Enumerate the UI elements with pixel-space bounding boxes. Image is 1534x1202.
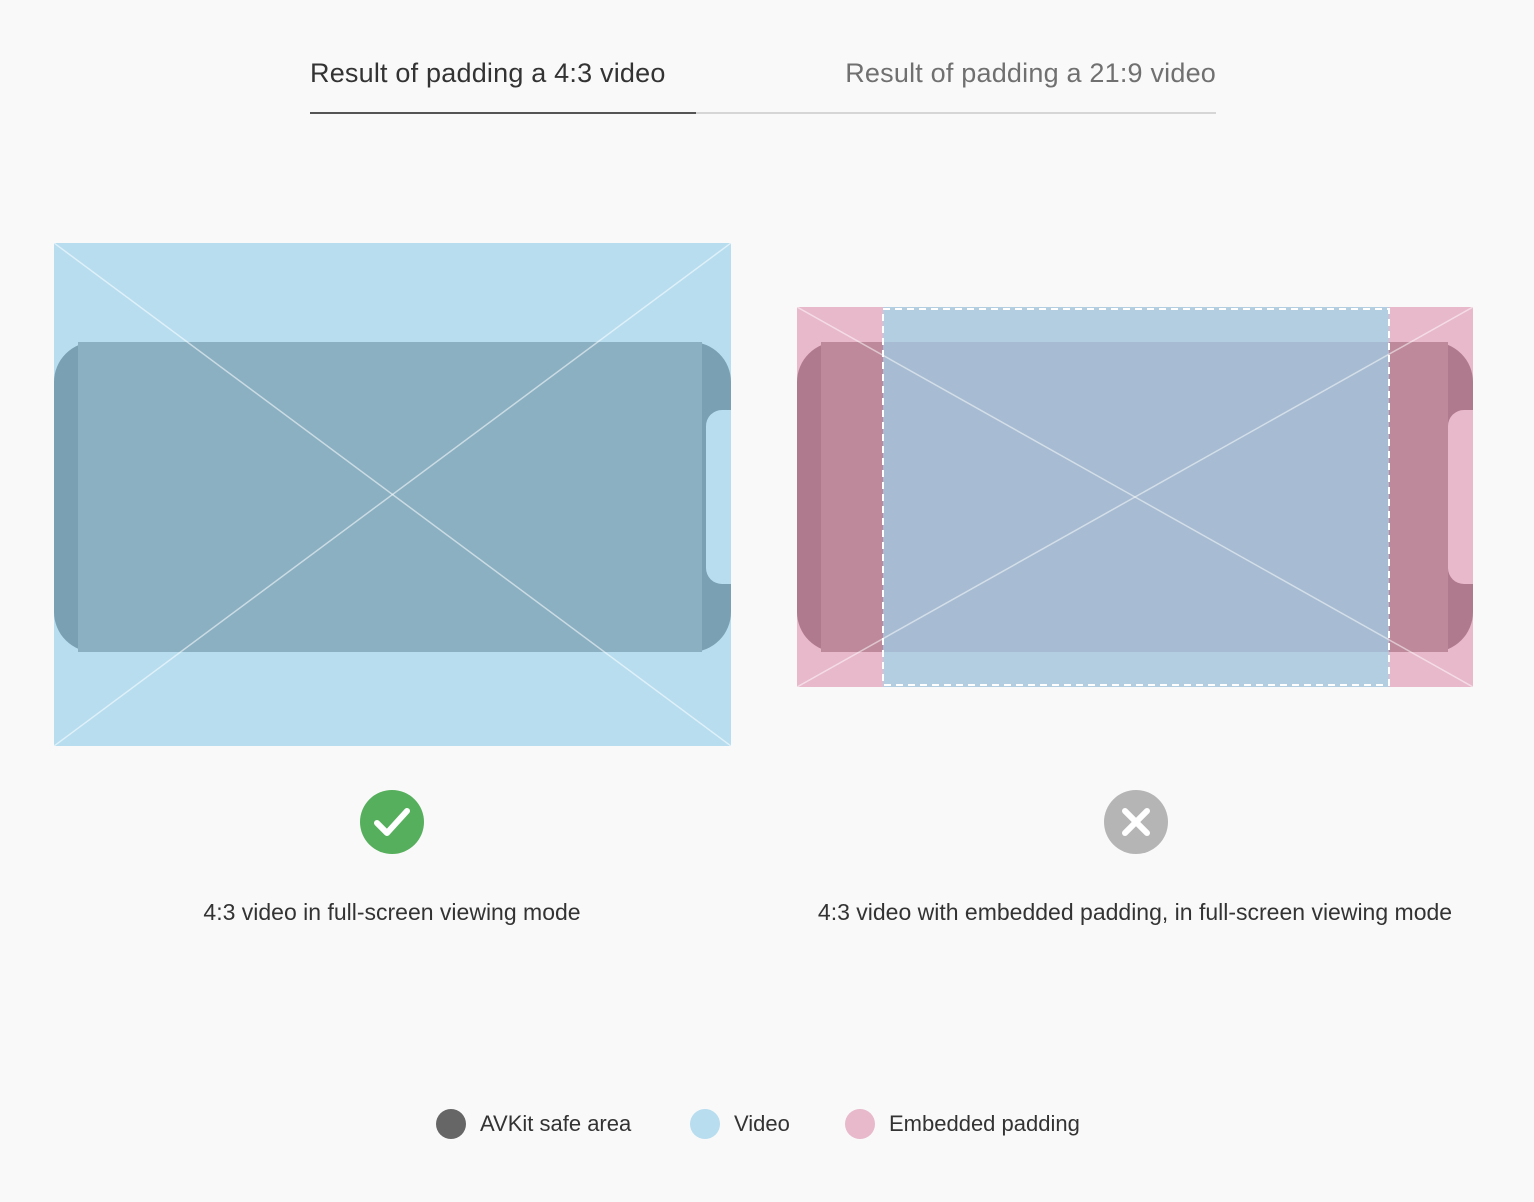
legend-swatch-video: [690, 1109, 720, 1139]
legend: AVKit safe area Video Embedded padding: [0, 1106, 1534, 1142]
video-diagonal: [54, 243, 731, 746]
legend-label: Video: [734, 1111, 790, 1136]
legend-item-embedded-padding: Embedded padding: [845, 1106, 1080, 1142]
legend-item-safe-area: AVKit safe area: [436, 1106, 631, 1142]
tab-bar: Result of padding a 4:3 video Result of …: [310, 40, 1216, 114]
video-boundary: [882, 308, 1390, 686]
video-diagonal: [797, 307, 1473, 687]
legend-swatch-embedded-padding: [845, 1109, 875, 1139]
legend-label: AVKit safe area: [480, 1111, 632, 1136]
diagram-4-3-embedded-padding: [797, 307, 1473, 687]
checkmark-icon: [360, 790, 424, 854]
diagram-4-3-fullscreen: [54, 243, 731, 746]
tab-21-9-video[interactable]: Result of padding a 21:9 video: [845, 58, 1216, 88]
diagram-4-3-fullscreen-svg: [54, 243, 731, 746]
legend-swatch-safe-area: [436, 1109, 466, 1139]
x-mark-icon: [1104, 790, 1168, 854]
legend-label: Embedded padding: [889, 1111, 1080, 1136]
caption-fullscreen: 4:3 video in full-screen viewing mode: [203, 899, 581, 925]
legend-item-video: Video: [690, 1106, 790, 1142]
tab-4-3-video[interactable]: Result of padding a 4:3 video: [310, 40, 696, 114]
caption-embedded-padding: 4:3 video with embedded padding, in full…: [817, 899, 1453, 925]
diagram-4-3-embedded-padding-svg: [797, 307, 1473, 687]
